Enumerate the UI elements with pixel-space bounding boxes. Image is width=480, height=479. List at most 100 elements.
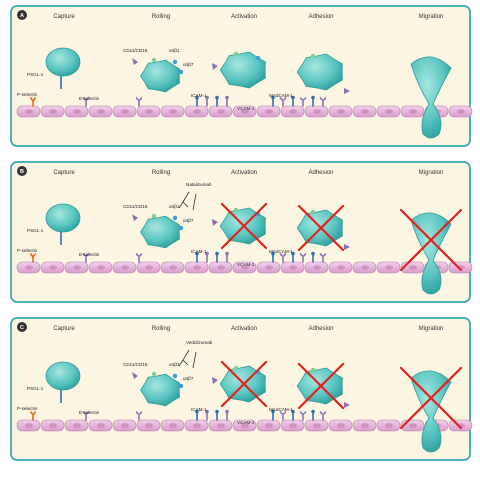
endothelial-nucleus xyxy=(289,265,297,270)
label-drug: Vedolizumab xyxy=(186,340,213,345)
label-e-selectin: E-selectin xyxy=(79,410,100,415)
label-psgl: PSGL-1 xyxy=(27,228,44,233)
migrating-leukocyte xyxy=(410,212,452,295)
endothelial-nucleus xyxy=(313,265,321,270)
activation-leukocyte xyxy=(219,51,266,89)
alpha4-integrin-2 xyxy=(178,383,184,389)
vcam-receptor-head xyxy=(291,95,295,100)
vcam-receptor-head xyxy=(271,251,275,256)
label-e-selectin: E-selectin xyxy=(79,252,100,257)
label-drug: Natalizumab xyxy=(186,182,212,187)
endothelial-nucleus xyxy=(73,423,81,428)
label-cd11-cd18: CD11/CD18 xyxy=(123,48,148,53)
rolling-leukocyte xyxy=(140,215,180,249)
antibody-drug-2 xyxy=(192,351,197,369)
label-a4b1: α4β1 xyxy=(169,48,180,53)
endothelial-nucleus xyxy=(97,109,105,114)
endothelial-nucleus xyxy=(145,265,153,270)
activation-integrin xyxy=(233,365,239,371)
adhesion-arrowhead xyxy=(344,402,350,408)
endothelial-nucleus xyxy=(193,265,201,270)
endothelial-nucleus xyxy=(241,423,249,428)
adhesion-integrin xyxy=(310,367,316,373)
endothelial-nucleus xyxy=(169,423,177,428)
endothelial-nucleus xyxy=(241,109,249,114)
label-p-selectin: P-selectin xyxy=(17,92,38,97)
label-psgl: PSGL-1 xyxy=(27,386,44,391)
endothelial-nucleus xyxy=(49,265,57,270)
panel-badge-letter: A xyxy=(20,13,24,19)
label-madcam: MAdCAM-1 xyxy=(269,407,293,412)
madcam-receptor xyxy=(319,411,327,421)
alpha4-integrin-2 xyxy=(178,225,184,231)
cd11-arrowhead xyxy=(132,214,138,221)
panel-badge xyxy=(17,10,27,20)
blocked-cross-migration-2 xyxy=(399,208,463,272)
endothelial-nucleus xyxy=(121,423,129,428)
label-madcam: MAdCAM-1 xyxy=(269,93,293,98)
endothelial-nucleus xyxy=(385,265,393,270)
capture-leukocyte xyxy=(45,203,81,233)
label-a4b7: α4β7 xyxy=(183,218,194,223)
vcam-receptor-head xyxy=(311,409,315,414)
vcam-receptor-head xyxy=(271,409,275,414)
vcam-receptor-head xyxy=(311,251,315,256)
madcam-receptor xyxy=(319,253,327,263)
activation-arrowhead xyxy=(212,63,218,70)
activation-integrin xyxy=(233,51,239,57)
endothelial-nucleus xyxy=(289,423,297,428)
stage-label-adhesion: Adhesion xyxy=(308,170,333,176)
endothelial-nucleus xyxy=(457,109,465,114)
adhesion-arrowhead xyxy=(344,244,350,250)
label-p-selectin: P-selectin xyxy=(17,406,38,411)
blocked-cross-migration-2 xyxy=(399,366,463,430)
e-selectin-receptor xyxy=(82,253,90,263)
panel-badge-letter: B xyxy=(20,169,24,175)
endothelial-nucleus xyxy=(121,109,129,114)
capture-leukocyte xyxy=(45,361,81,391)
panel-badge-letter: C xyxy=(20,325,24,331)
antibody-drug xyxy=(178,191,190,209)
stage-label-activation: Activation xyxy=(231,14,257,20)
madcam-receptor xyxy=(299,97,307,107)
activation-arrowhead xyxy=(212,377,218,384)
endothelial-nucleus xyxy=(217,423,225,428)
integrin-green xyxy=(151,371,157,377)
panel-badge xyxy=(17,166,27,176)
endothelial-nucleus xyxy=(361,423,369,428)
label-madcam: MAdCAM-1 xyxy=(269,249,293,254)
icam-receptor-head xyxy=(205,95,209,100)
endothelial-nucleus xyxy=(49,109,57,114)
endothelial-nucleus xyxy=(145,423,153,428)
endothelium-layer xyxy=(16,105,473,118)
e-selectin-receptor-2 xyxy=(135,97,143,107)
adhesion-integrin xyxy=(310,53,316,59)
label-e-selectin: E-selectin xyxy=(79,96,100,101)
endothelium-layer xyxy=(16,419,473,432)
e-selectin-receptor xyxy=(82,97,90,107)
stage-label-migration: Migration xyxy=(419,326,444,332)
endothelial-nucleus xyxy=(265,265,273,270)
label-icam: ICAM-1 xyxy=(191,407,207,412)
alpha4-integrin xyxy=(172,215,178,221)
icam-receptor-head xyxy=(205,251,209,256)
alpha4-integrin-2 xyxy=(178,69,184,75)
endothelial-nucleus xyxy=(361,109,369,114)
icam-receptor-head xyxy=(225,251,229,256)
label-icam: ICAM-1 xyxy=(191,249,207,254)
madcam-receptor xyxy=(279,253,287,263)
alpha4-integrin xyxy=(172,373,178,379)
endothelium-layer xyxy=(16,261,473,274)
endothelial-nucleus xyxy=(121,265,129,270)
endothelial-nucleus xyxy=(265,109,273,114)
label-vcam: VCAM-1 xyxy=(237,262,255,267)
label-cd11-cd18: CD11/CD18 xyxy=(123,204,148,209)
endothelial-nucleus xyxy=(25,109,33,114)
endothelial-nucleus xyxy=(97,423,105,428)
endothelial-nucleus xyxy=(313,423,321,428)
label-a4b1: α4β1 xyxy=(169,204,180,209)
